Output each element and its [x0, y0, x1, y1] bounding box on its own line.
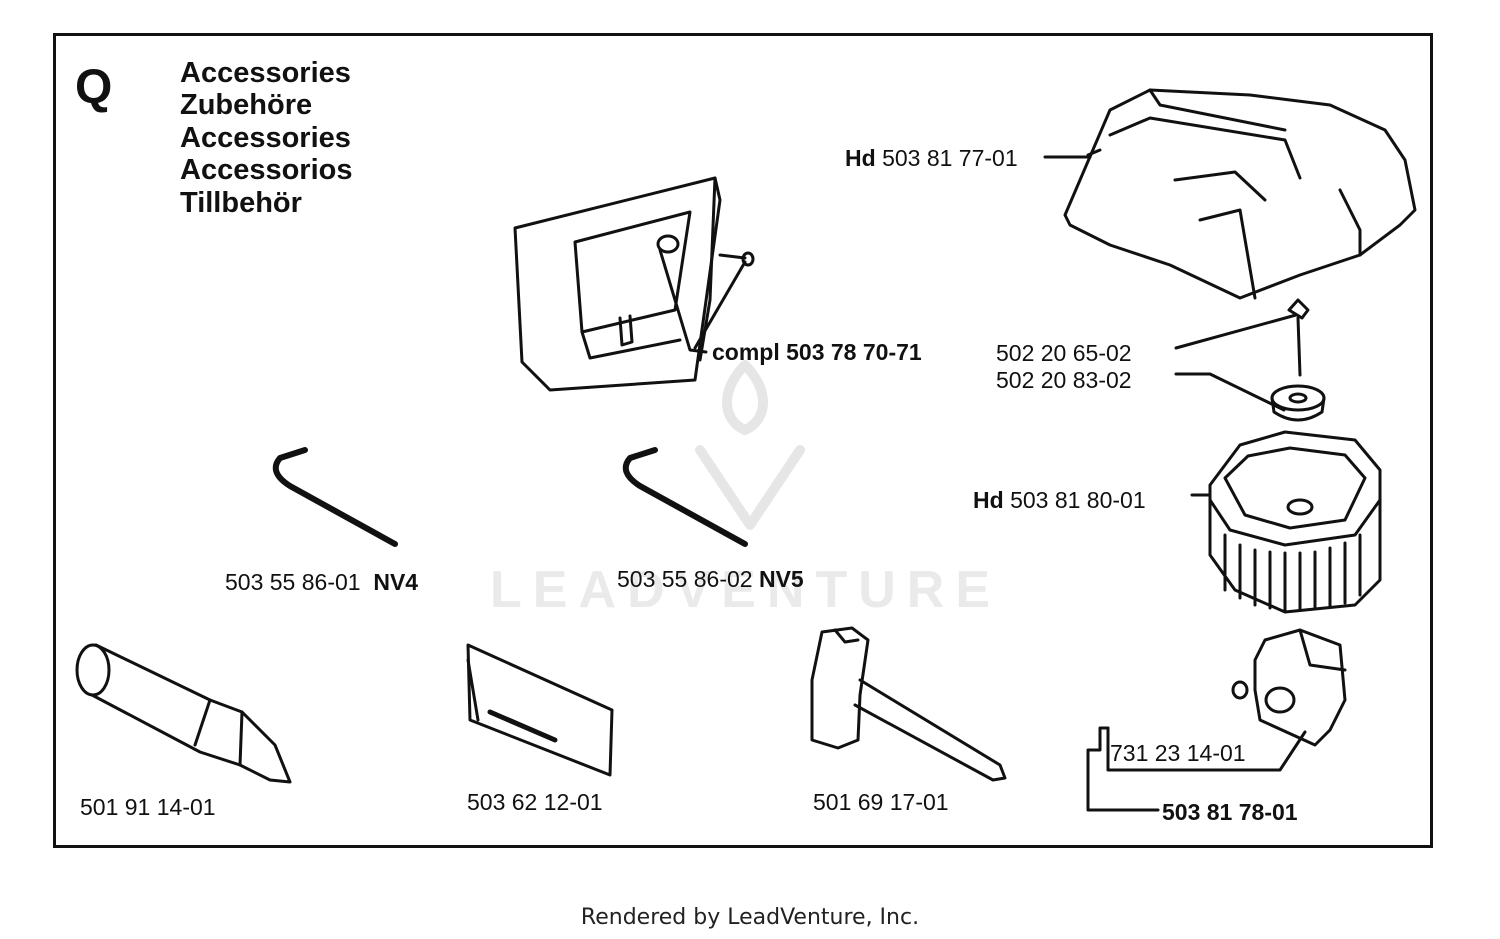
- nut-part-number: 502 20 83-02: [996, 367, 1132, 389]
- bar-cover-illustration: [466, 643, 614, 777]
- carburettor-illustration: [1231, 628, 1347, 747]
- hex-key-nv5-illustration: [622, 447, 748, 547]
- title-fr: Accessories: [180, 122, 351, 154]
- title-sv: Tillbehör: [180, 187, 302, 219]
- cylinder-section-illustration: [513, 176, 755, 392]
- section-letter: Q: [75, 61, 113, 114]
- combination-wrench-illustration: [810, 626, 1007, 782]
- title-es: Accessorios: [180, 154, 353, 186]
- watermark-text: LEADVENTURE: [490, 561, 1002, 619]
- cylinder-compl-label: compl 503 78 70-71: [712, 339, 922, 365]
- screw-part-number: 502 20 65-02: [996, 340, 1132, 366]
- grease-gun-illustration: [75, 643, 292, 784]
- nut-illustration: [1270, 384, 1326, 422]
- cylinder-cover-illustration: [1063, 88, 1417, 300]
- carburettor-part-number: 503 81 78-01: [1162, 799, 1298, 825]
- cylinder-cover-label: Hd 503 81 77-01: [845, 145, 1018, 171]
- hex-key-nv4-label: 503 55 86-01 NV4: [225, 569, 419, 595]
- title-de: Zubehöre: [180, 89, 313, 121]
- bar-cover-part-number: 503 62 12-01: [467, 789, 603, 815]
- air-filter-label: Hd 503 81 80-01: [973, 487, 1146, 513]
- hex-key-nv4-illustration: [272, 447, 398, 547]
- diagram-frame: [53, 33, 1433, 848]
- wrench-part-number: 501 69 17-01: [813, 789, 949, 815]
- air-filter-illustration: [1208, 430, 1382, 614]
- screw-illustration: [1287, 298, 1310, 377]
- grease-gun-part-number: 501 91 14-01: [80, 794, 216, 820]
- footer-credit: Rendered by LeadVenture, Inc.: [580, 905, 920, 930]
- watermark-logo: [695, 360, 805, 530]
- title-en: Accessories: [180, 57, 351, 89]
- carb-nut-part-number: 731 23 14-01: [1110, 740, 1246, 766]
- hex-key-nv5-label: 503 55 86-02 NV5: [617, 566, 804, 592]
